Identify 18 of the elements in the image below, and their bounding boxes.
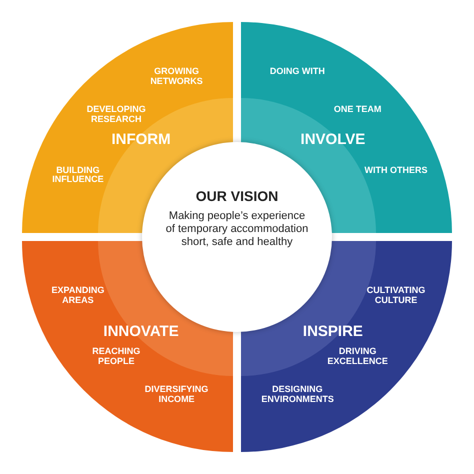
segment-item: DOING WITH <box>268 66 326 77</box>
vision-heading: OUR VISION <box>194 188 280 204</box>
segment-heading: INVOLVE <box>300 132 366 150</box>
segment-heading: INSPIRE <box>302 324 364 342</box>
segment-item: WITH OTHERS <box>364 166 429 176</box>
vision-statement: Making people’s experience of temporary accommodation short, safe and healthy <box>164 210 310 250</box>
segment-item: EXPANDING AREAS <box>50 286 106 306</box>
segment-item: ONE TEAM <box>332 105 382 116</box>
segment-item: DEVELOPING RESEARCH <box>86 105 147 126</box>
segment-heading: INNOVATE <box>102 324 180 342</box>
segment-item: GROWING NETWORKS <box>149 66 204 87</box>
segment-item: DIVERSIFYING INCOME <box>144 385 210 405</box>
segment-item: CULTIVATING CULTURE <box>366 286 426 306</box>
segment-item: DESIGNING ENVIRONMENTS <box>261 385 334 405</box>
segment-item: DRIVING EXCELLENCE <box>326 346 389 366</box>
segment-item: REACHING PEOPLE <box>91 346 142 366</box>
segment-heading: INFORM <box>110 132 172 150</box>
segment-item: BUILDING INFLUENCE <box>51 166 105 186</box>
